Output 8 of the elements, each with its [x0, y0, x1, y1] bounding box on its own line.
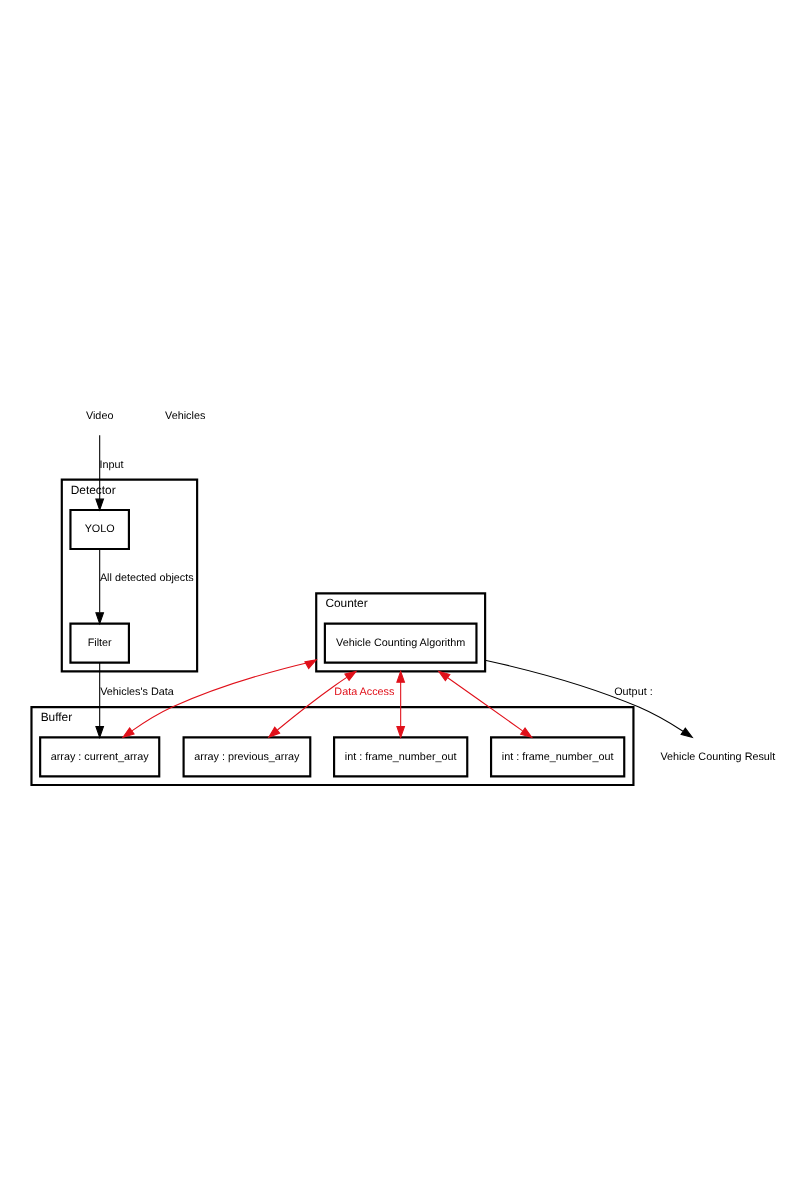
arrow	[266, 669, 357, 738]
arrow	[436, 669, 532, 738]
arrow	[94, 433, 104, 511]
arrow	[395, 668, 405, 738]
arrow	[94, 661, 104, 738]
arrow	[120, 658, 317, 738]
arrow	[94, 547, 104, 625]
arrow	[483, 658, 693, 738]
